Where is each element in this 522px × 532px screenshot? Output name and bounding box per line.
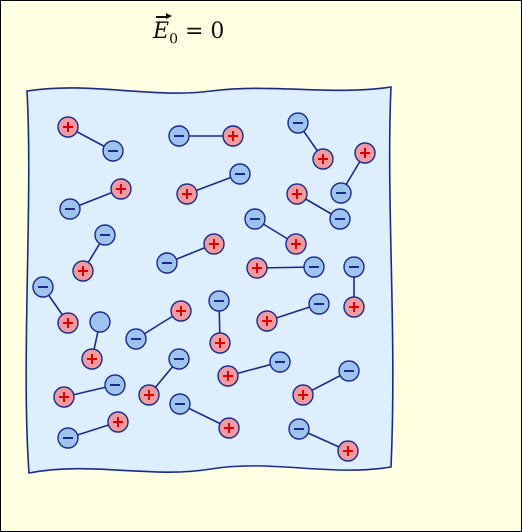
positive-charge-icon [285,233,307,255]
dipole [287,112,334,170]
dipole-group [32,112,376,462]
field-vector-symbol: E [153,13,173,44]
dipole [343,256,365,318]
positive-charge-icon [209,332,231,354]
dipole [32,276,79,334]
field-relation: = 0 [177,19,225,44]
positive-charge-icon [312,148,334,170]
positive-charge-icon [292,384,314,406]
dipole [176,163,251,205]
negative-charge-icon [287,112,309,134]
negative-charge-icon [168,348,190,370]
positive-charge-icon [337,440,359,462]
dipole [156,233,225,274]
negative-charge-icon [89,311,111,333]
positive-charge-icon [256,310,278,332]
negative-charge-icon [329,208,351,230]
negative-charge-icon [244,208,266,230]
negative-charge-icon [32,276,54,298]
dipole [286,183,351,230]
negative-charge-icon [308,293,330,315]
dipole [72,224,116,282]
positive-charge-icon [57,312,79,334]
dipole [125,300,192,350]
dipole [81,311,111,370]
negative-charge-icon [57,427,79,449]
dipole [57,116,124,162]
dipole [57,411,129,449]
negative-charge-icon [208,290,230,312]
dipole [217,351,291,387]
positive-charge-icon [176,183,198,205]
dipole [169,393,240,439]
negative-charge-icon [343,256,365,278]
dipole [330,142,376,204]
dipole [292,360,360,406]
positive-charge-icon [81,348,103,370]
positive-charge-icon [53,386,75,408]
positive-charge-icon [138,384,160,406]
negative-charge-icon [168,125,190,147]
positive-charge-icon [110,178,132,200]
positive-charge-icon [72,260,94,282]
negative-charge-icon [288,418,310,440]
negative-charge-icon [269,351,291,373]
negative-charge-icon [104,374,126,396]
field-formula: E0 = 0 [153,13,225,48]
positive-charge-icon [170,300,192,322]
positive-charge-icon [222,125,244,147]
positive-charge-icon [246,257,268,279]
negative-charge-icon [156,252,178,274]
dipole [53,374,126,408]
positive-charge-icon [217,365,239,387]
positive-charge-icon [286,183,308,205]
positive-charge-icon [218,417,240,439]
negative-charge-icon [330,182,352,204]
negative-charge-icon [169,393,191,415]
positive-charge-icon [203,233,225,255]
positive-charge-icon [343,296,365,318]
negative-charge-icon [102,140,124,162]
dipole [208,290,231,354]
negative-charge-icon [94,224,116,246]
dipole [138,348,190,406]
dipole [244,208,307,255]
dipole [288,418,359,462]
dipole [246,256,325,279]
positive-charge-icon [107,411,129,433]
field-subscript: 0 [169,31,178,48]
dipole [59,178,132,220]
positive-charge-icon [354,142,376,164]
negative-charge-icon [303,256,325,278]
positive-charge-icon [57,116,79,138]
negative-charge-icon [59,198,81,220]
dipole [168,125,244,147]
dipole [256,293,330,332]
negative-charge-icon [229,163,251,185]
negative-charge-icon [125,328,147,350]
negative-charge-icon [338,360,360,382]
